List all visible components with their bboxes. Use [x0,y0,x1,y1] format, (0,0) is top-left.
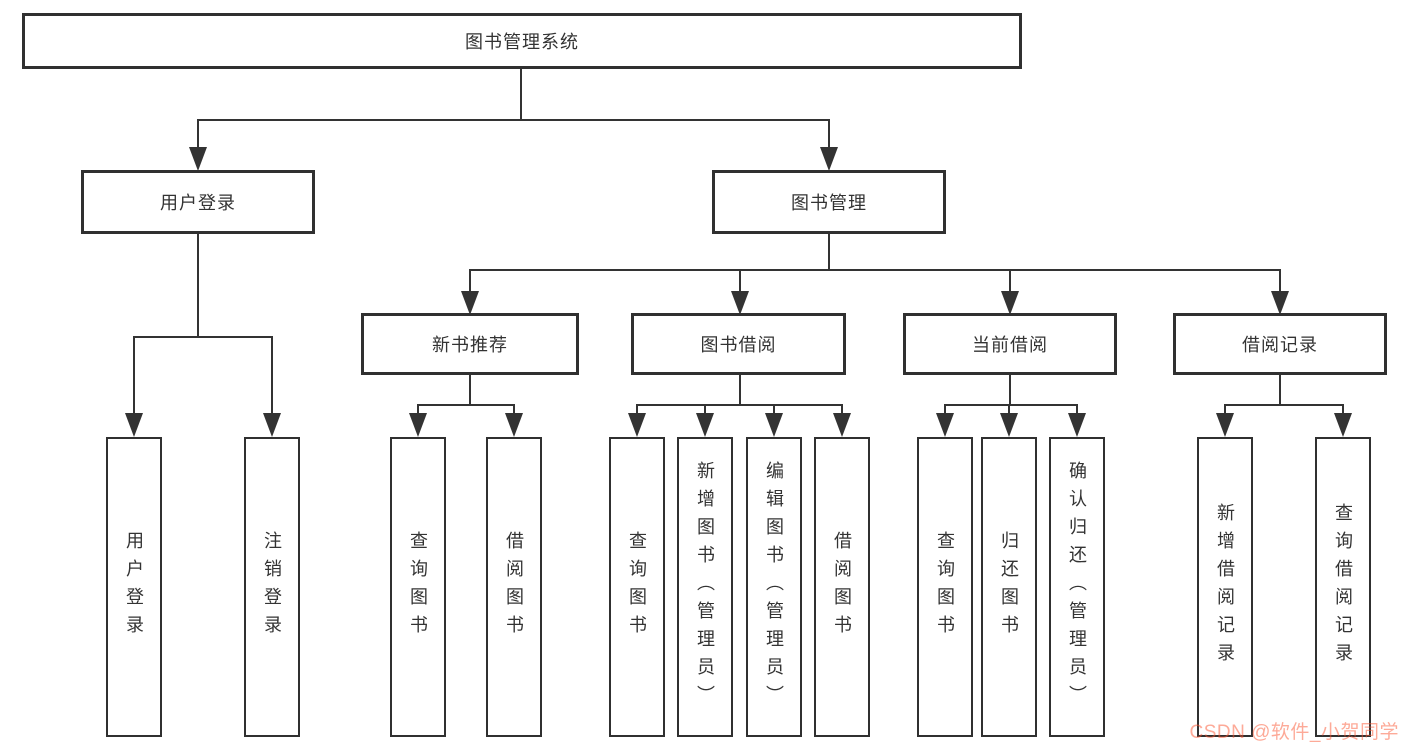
node-book-management: 图书管理 [712,170,946,234]
leaf-label: 借阅图书 [504,531,524,643]
leaf-user-login: 用户登录 [106,437,162,737]
leaf-add-books-admin: 新增图书（管理员） [677,437,733,737]
leaf-label: 编辑图书（管理员） [764,461,784,713]
leaf-label: 新增图书（管理员） [695,461,715,713]
leaf-label: 查询图书 [408,531,428,643]
leaf-label: 注销登录 [262,531,282,643]
leaf-edit-books-admin: 编辑图书（管理员） [746,437,802,737]
node-book-borrowing: 图书借阅 [631,313,846,375]
leaf-logout: 注销登录 [244,437,300,737]
leaf-label: 查询借阅记录 [1333,503,1353,671]
leaf-label: 确认归还（管理员） [1067,461,1087,713]
node-label: 图书借阅 [700,335,777,355]
leaf-return-books: 归还图书 [981,437,1037,737]
node-label: 图书管理 [791,193,867,213]
watermark: CSDN @软件_小贺同学 [1189,722,1399,743]
node-label: 当前借阅 [972,335,1048,355]
leaf-label: 新增借阅记录 [1215,503,1235,671]
leaf-label: 查询图书 [627,531,647,643]
node-new-book-recommend: 新书推荐 [361,313,579,375]
leaf-label: 归还图书 [999,531,1019,643]
node-label: 用户登录 [160,193,236,213]
node-root-book-management-system: 图书管理系统 [22,13,1022,69]
leaf-query-borrow-record: 查询借阅记录 [1315,437,1371,737]
leaf-query-books-recommend: 查询图书 [390,437,446,737]
leaf-confirm-return-admin: 确认归还（管理员） [1049,437,1105,737]
node-user-login: 用户登录 [81,170,315,234]
leaf-label: 借阅图书 [832,531,852,643]
node-label: 新书推荐 [432,335,508,355]
leaf-label: 用户登录 [124,531,144,643]
leaf-borrow-books: 借阅图书 [814,437,870,737]
leaf-label: 查询图书 [935,531,955,643]
node-label: 图书管理系统 [465,32,579,52]
leaf-add-borrow-record: 新增借阅记录 [1197,437,1253,737]
node-label: 借阅记录 [1242,335,1318,355]
node-borrowing-records: 借阅记录 [1173,313,1387,375]
leaf-borrow-books-recommend: 借阅图书 [486,437,542,737]
leaf-query-books-borrow: 查询图书 [609,437,665,737]
node-current-borrowing: 当前借阅 [903,313,1117,375]
leaf-query-books-current: 查询图书 [917,437,973,737]
